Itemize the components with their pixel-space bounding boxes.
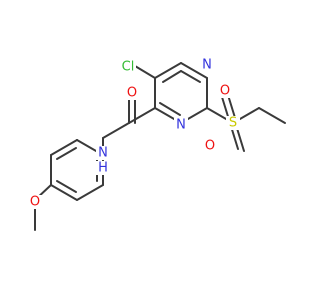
amide-nitrogen-label: N (98, 146, 108, 161)
bond-ph-4 (50, 184, 78, 201)
bonds (34, 62, 286, 231)
atom-labels: Cl N N S O O O N H O (28, 57, 240, 210)
bond-c6-c5-double (162, 70, 182, 83)
bond-c4-n3-double (159, 102, 181, 116)
amide-oxygen-label: O (127, 86, 137, 101)
chlorine-label: Cl (122, 60, 135, 75)
bond-ph-4-double (56, 180, 77, 193)
bond-n1-c6 (180, 62, 208, 79)
methoxy-oxygen-label: O (30, 195, 40, 210)
sulfonyl-oxygen-bottom-label: O (205, 139, 215, 154)
bond-camide-n (102, 122, 130, 139)
bond-n1-c6-double (180, 70, 201, 83)
bond-c6-c5 (154, 62, 182, 79)
pyrimidine-n1-label: N (202, 58, 212, 73)
amide-hydrogen-label: H (98, 161, 108, 176)
sulfonyl-oxygen-top-label: O (220, 84, 230, 99)
bond-c4-camide (128, 107, 156, 124)
pyrimidine-n3-label: N (176, 118, 186, 133)
bond-ph-2-double (56, 147, 77, 160)
sulfur-label: S (229, 116, 237, 131)
bond-ph-2 (50, 139, 78, 156)
bond-ph-5 (76, 184, 104, 201)
molecule-structure: Cl N N S O O O N H O (28, 57, 286, 231)
bond-ch2-ch3 (258, 107, 286, 124)
